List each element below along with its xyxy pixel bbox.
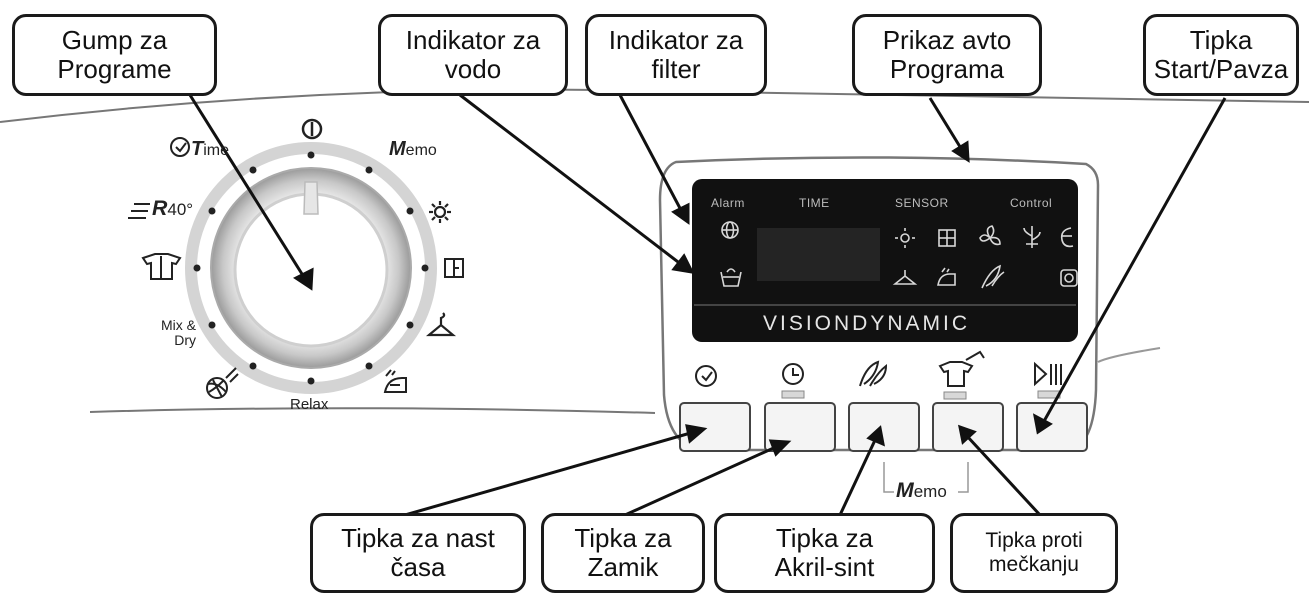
start-pause-button[interactable] <box>1016 402 1088 452</box>
callout-time-set: Tipka za nast časa <box>310 513 526 593</box>
sun-icon <box>429 201 451 223</box>
display-brand: VISIONDYNAMIC <box>763 312 971 335</box>
display-label-control: Control <box>1010 196 1053 210</box>
feather-icon <box>981 264 1005 289</box>
delay-led <box>781 390 805 399</box>
crease-led <box>943 391 967 400</box>
panel-edge-right <box>1097 347 1161 363</box>
iron-icon <box>383 369 407 393</box>
time-set-clock-icon <box>695 365 717 387</box>
globe-icon <box>721 221 739 239</box>
display-label-sensor: SENSOR <box>895 196 949 210</box>
time-rest: ime <box>203 142 229 159</box>
lcd-display <box>692 179 1078 342</box>
water-container-icon <box>720 268 742 287</box>
display-label-time: TIME <box>799 196 830 210</box>
memo-rest: emo <box>405 142 437 159</box>
r40-r-letter: R <box>152 196 168 220</box>
dial-label-r40: R40° <box>152 196 193 221</box>
r40-rest: 40° <box>167 200 194 219</box>
memo-bracket <box>883 462 969 493</box>
clock-icon <box>170 137 190 157</box>
hanger-icon <box>425 312 457 337</box>
panel-edge-bottom <box>89 407 656 414</box>
dial-label-time: Time <box>191 138 229 161</box>
dial-label-relax: Relax <box>290 396 329 413</box>
leader-lines <box>188 93 1227 517</box>
lcd-hanger-icon <box>892 270 918 285</box>
time-set-button[interactable] <box>679 402 751 452</box>
drum-icon <box>1060 269 1078 287</box>
memo-m-letter: M <box>389 138 406 160</box>
dial-dots <box>193 151 429 385</box>
dial-label-memo: Memo <box>389 138 437 161</box>
play-pause-icon <box>1034 361 1062 387</box>
callout-start: Tipka Start/Pavza <box>1143 14 1299 96</box>
memo-bracket-label: Memo <box>896 478 947 503</box>
memo-bracket-rest: emo <box>913 482 947 501</box>
callout-delay: Tipka za Zamik <box>541 513 705 593</box>
dial-label-mix-dry: Mix & Dry <box>161 317 196 348</box>
acryl-feather-icon <box>859 360 888 387</box>
callout-acryl: Tipka za Akril-sint <box>714 513 935 593</box>
filter-icon <box>938 229 956 247</box>
delay-clock-icon <box>782 363 804 385</box>
acryl-button[interactable] <box>848 402 920 452</box>
callout-crease: Tipka proti mečkanju <box>950 513 1118 593</box>
display-label-alarm: Alarm <box>711 196 745 210</box>
window-icon <box>444 258 464 278</box>
callout-filter: Indikator za filter <box>585 14 767 96</box>
memo-bracket-m: M <box>896 478 914 502</box>
dial-knob-grip <box>303 181 319 215</box>
power-icon <box>301 118 323 140</box>
shirt-icon <box>141 253 182 280</box>
callout-water: Indikator za vodo <box>378 14 568 96</box>
time-t-letter: T <box>191 138 204 160</box>
fan-icon <box>979 225 1001 246</box>
callout-auto: Prikaz avto Programa <box>852 14 1042 96</box>
rinse-lines-icon <box>128 203 150 219</box>
eco-icon <box>1060 227 1074 248</box>
yarn-icon <box>206 367 239 399</box>
anti-crease-icon <box>938 350 985 387</box>
plant-icon <box>1023 226 1041 248</box>
delay-button[interactable] <box>764 402 836 452</box>
callout-dial: Gump za Programe <box>12 14 217 96</box>
dial-outer-ring <box>185 142 437 394</box>
time-readout <box>757 228 880 281</box>
sensor-sun-icon <box>895 228 915 248</box>
lcd-iron-icon <box>937 267 956 286</box>
anti-crease-button[interactable] <box>932 402 1004 452</box>
